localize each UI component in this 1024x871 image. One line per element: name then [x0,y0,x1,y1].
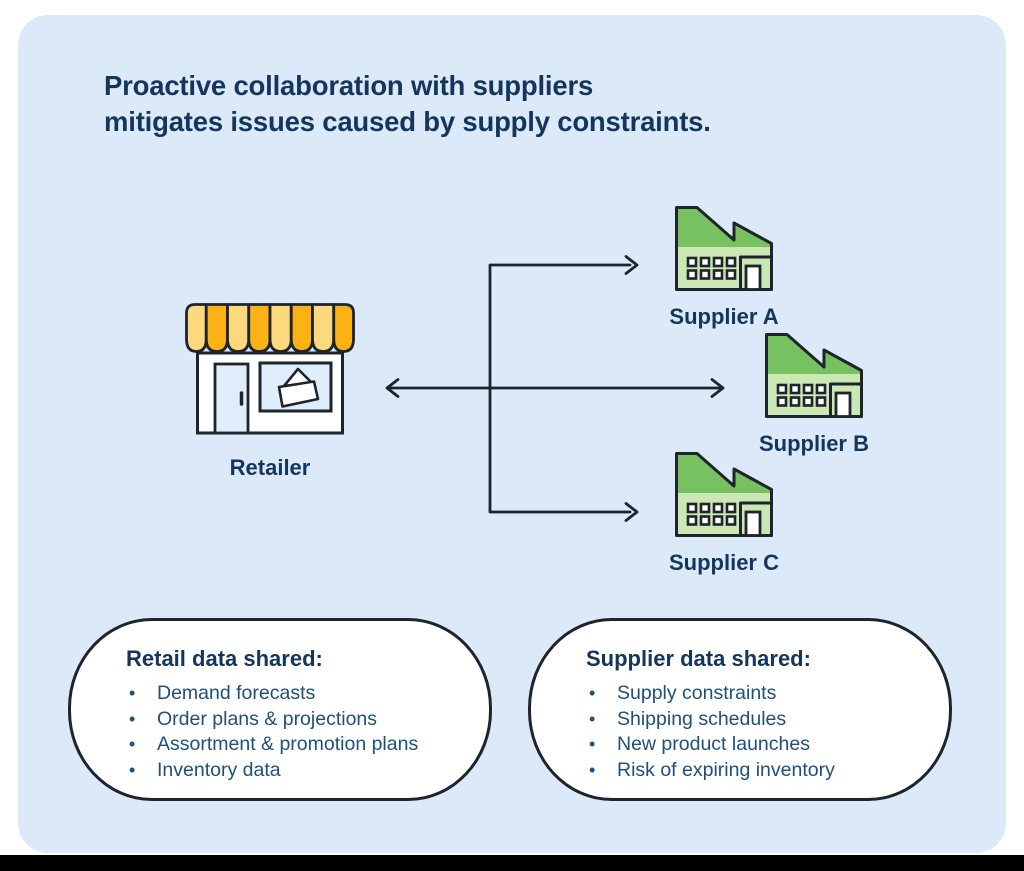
factory-icon [765,333,863,418]
list-item: Assortment & promotion plans [129,732,489,758]
retailer-label: Retailer [229,455,311,480]
supplier-c-node: Supplier C [669,452,779,582]
factory-icon [675,206,773,291]
page-title: Proactive collaboration with suppliers m… [104,68,711,140]
retail-data-box-title: Retail data shared: [126,646,323,671]
supplier-data-list: Supply constraints Shipping schedules Ne… [531,681,949,783]
factory-icon [675,452,773,537]
list-item: Order plans & projections [129,707,489,733]
supplier-b-label: Supplier B [758,431,869,456]
list-item: Shipping schedules [589,707,949,733]
retail-data-list: Demand forecasts Order plans & projectio… [71,681,489,783]
supplier-data-box-title: Supplier data shared: [586,646,811,671]
storefront-icon [185,303,355,435]
list-item: Supply constraints [589,681,949,707]
title-line-1: Proactive collaboration with suppliers [104,70,594,101]
title-line-2: mitigates issues caused by supply constr… [104,106,711,137]
supplier-a-label: Supplier A [669,304,779,329]
supplier-data-box: Supplier data shared: Supply constraints… [528,618,952,801]
list-item: Demand forecasts [129,681,489,707]
list-item: Inventory data [129,758,489,784]
supplier-c-label: Supplier C [668,550,779,575]
list-item: Risk of expiring inventory [589,758,949,784]
supplier-b-node: Supplier B [759,333,869,463]
bottom-black-bar [0,855,1024,871]
supplier-a-node: Supplier A [669,206,779,336]
retailer-node: Retailer [185,303,355,488]
retail-data-box: Retail data shared: Demand forecasts Ord… [68,618,492,801]
list-item: New product launches [589,732,949,758]
